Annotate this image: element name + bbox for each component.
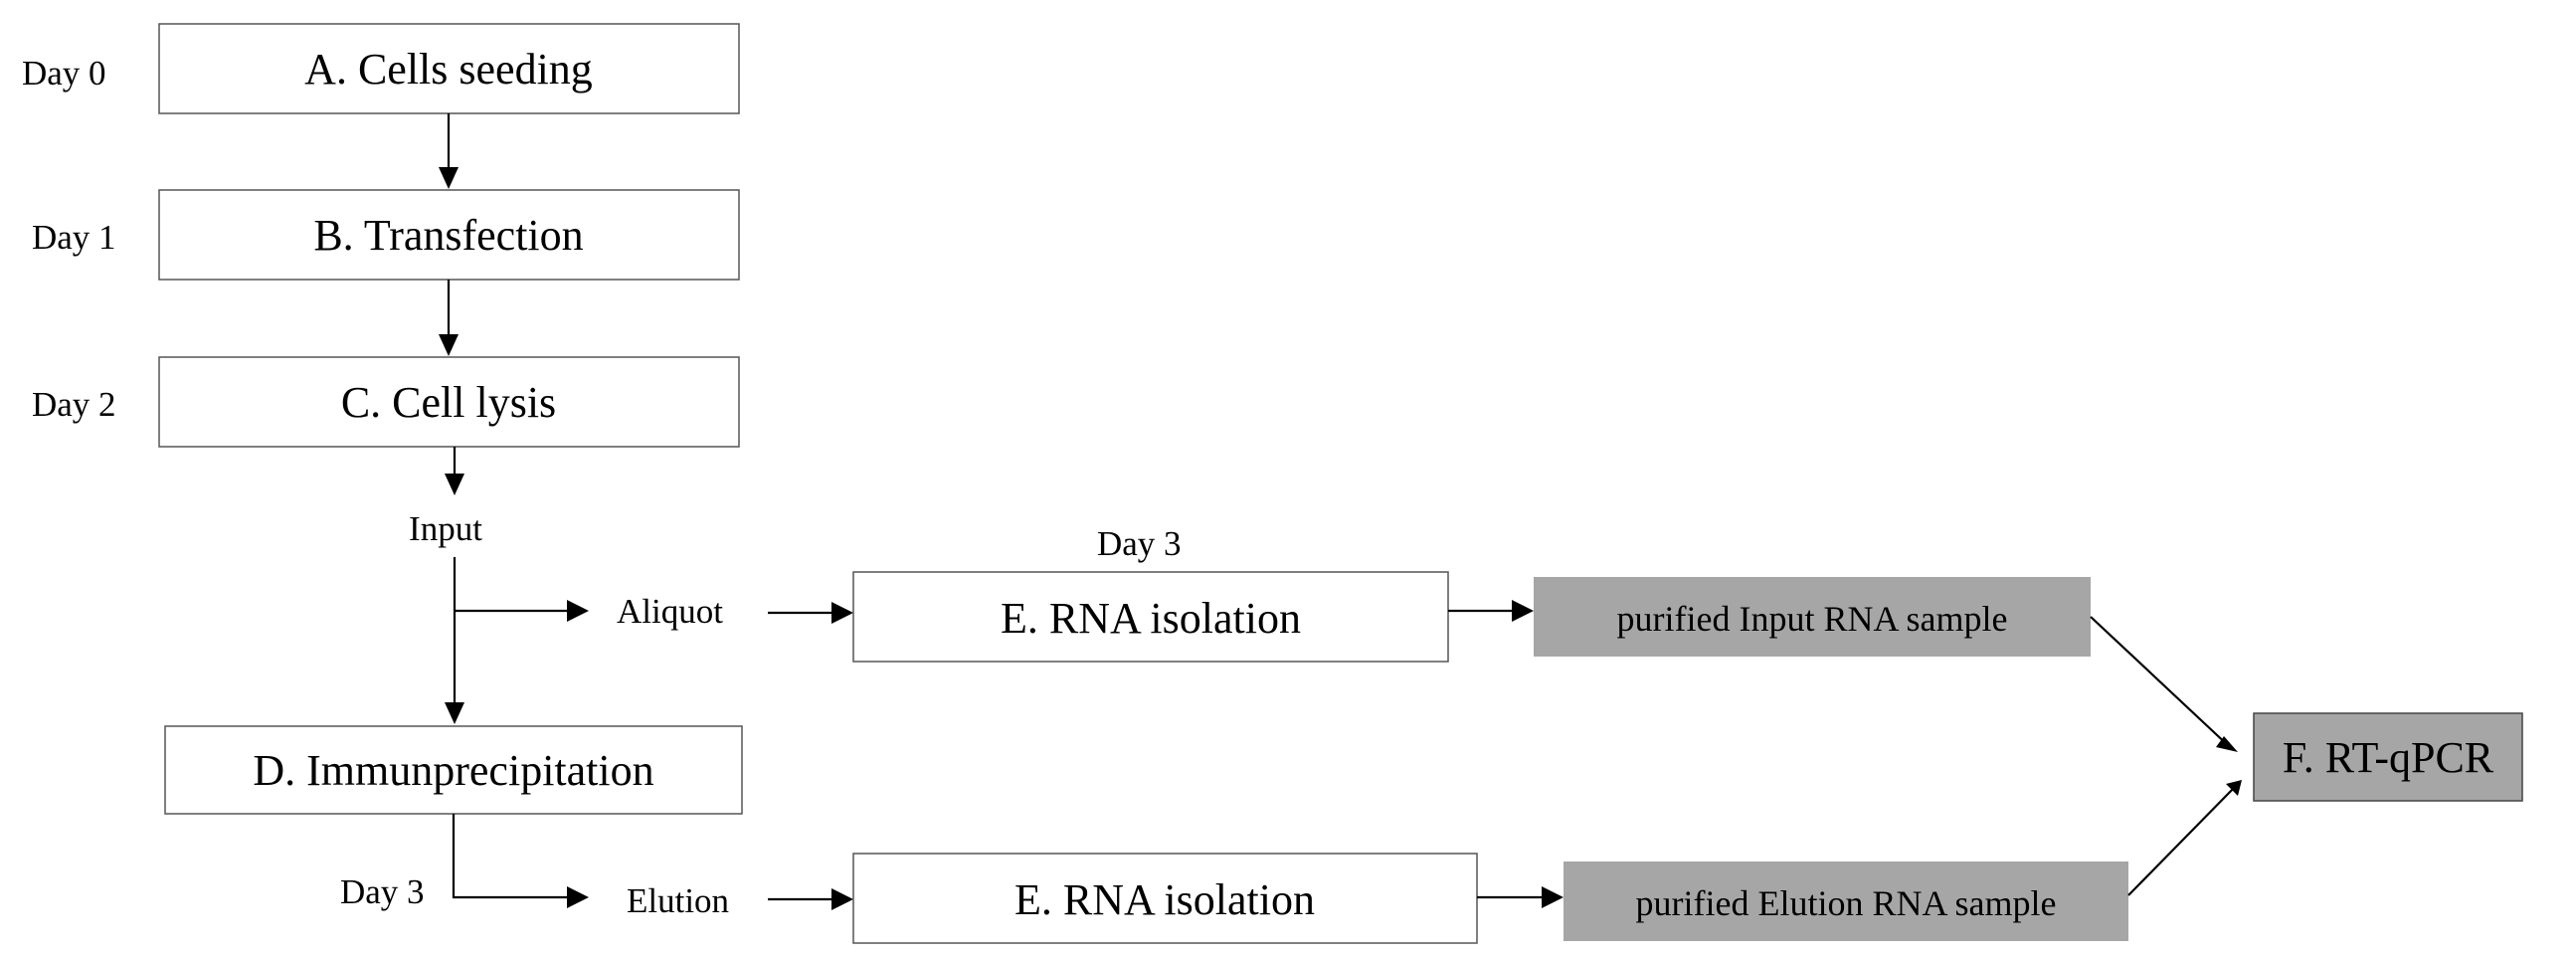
arrow-a-to-b	[439, 113, 459, 189]
step-d-label: D. Immunprecipitation	[253, 746, 653, 795]
step-a-cells-seeding: A. Cells seeding	[158, 23, 740, 114]
day-3-elution-label: Day 3	[340, 872, 425, 911]
arrow-input-to-aliquot	[455, 600, 589, 622]
step-a-label: A. Cells seeding	[304, 45, 593, 94]
arrow-b-to-c	[439, 280, 459, 356]
day-2-label: Day 2	[32, 385, 116, 424]
arrow-elution-to-e	[768, 888, 853, 910]
step-f-rt-qpcr: F. RT-qPCR	[2253, 712, 2523, 802]
arrow-c-to-input	[445, 447, 464, 495]
elution-label: Elution	[627, 881, 729, 920]
elution-rna-sample: purified Elution RNA sample	[1564, 861, 2128, 941]
aliquot-label: Aliquot	[617, 592, 723, 631]
arrow-d-to-elution	[452, 814, 589, 908]
step-e-rna-isolation-input: E. RNA isolation	[852, 571, 1449, 663]
arrow-aliquot-to-e	[768, 602, 853, 624]
input-label: Input	[409, 509, 482, 548]
arrow-e-to-elution-sample	[1477, 886, 1564, 908]
step-c-cell-lysis: C. Cell lysis	[158, 356, 740, 448]
arrow-input-to-d	[445, 557, 464, 724]
arrow-input-sample-to-f	[2090, 616, 2238, 752]
step-e-input-label: E. RNA isolation	[1001, 594, 1301, 643]
step-f-label: F. RT-qPCR	[2283, 733, 2494, 782]
arrow-e-to-input-sample	[1448, 600, 1534, 622]
step-c-label: C. Cell lysis	[341, 378, 556, 427]
step-b-transfection: B. Transfection	[158, 189, 740, 281]
input-rna-sample: purified Input RNA sample	[1534, 577, 2091, 657]
step-b-label: B. Transfection	[313, 211, 583, 260]
elution-rna-sample-label: purified Elution RNA sample	[1636, 883, 2057, 923]
day-1-label: Day 1	[32, 218, 116, 257]
step-d-immunprecipitation: D. Immunprecipitation	[164, 725, 743, 815]
day-0-label: Day 0	[22, 54, 106, 93]
step-e-elution-label: E. RNA isolation	[1014, 875, 1315, 924]
input-rna-sample-label: purified Input RNA sample	[1617, 599, 2008, 639]
step-e-rna-isolation-elution: E. RNA isolation	[852, 853, 1478, 944]
day-3-input-label: Day 3	[1097, 524, 1182, 563]
arrow-elution-sample-to-f	[2127, 780, 2242, 896]
